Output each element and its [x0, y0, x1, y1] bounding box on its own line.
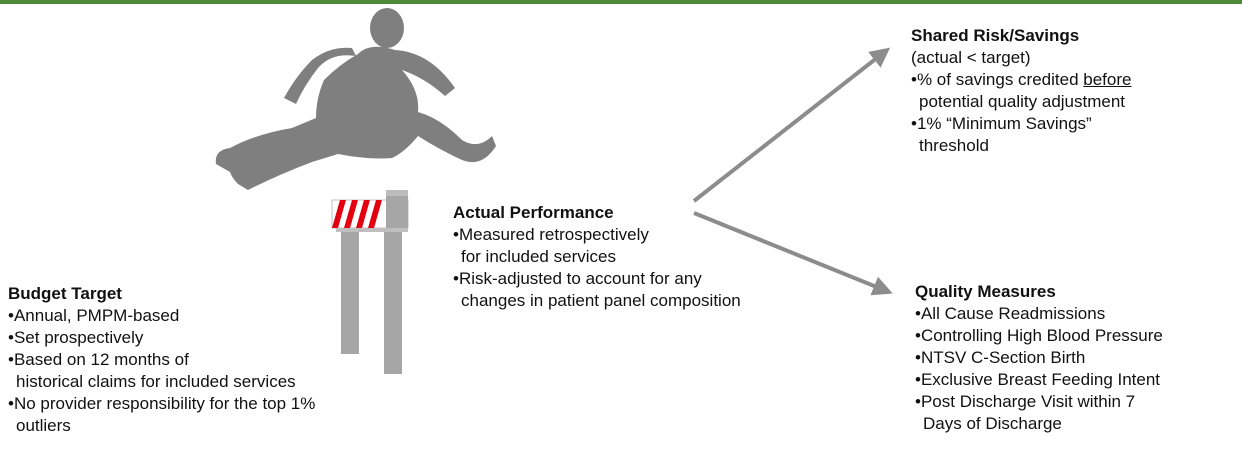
- quality-bullet-post-discharge: Post Discharge Visit within 7: [915, 391, 1163, 413]
- actual-bullet-risk-adjusted: Risk-adjusted to account for any: [453, 268, 741, 290]
- quality-measures-block: Quality Measures All Cause Readmissions …: [915, 281, 1163, 435]
- budget-bullet-responsibility: No provider responsibility for the top 1…: [8, 393, 315, 415]
- quality-bullet-breast-feeding: Exclusive Breast Feeding Intent: [915, 369, 1163, 391]
- hurdler-silhouette-icon: [215, 8, 496, 190]
- shared-bullet-credited: % of savings credited before: [911, 69, 1132, 91]
- shared-savings-block: Shared Risk/Savings (actual < target) % …: [911, 25, 1131, 157]
- shared-bullet-before-underlined: before: [1083, 70, 1132, 89]
- shared-bullet-credited-text: % of savings credited: [916, 70, 1084, 89]
- quality-bullet-post-discharge-cont: Days of Discharge: [923, 414, 1062, 433]
- budget-target-block: Budget Target Annual, PMPM-based Set pro…: [8, 283, 315, 437]
- shared-bullet-credited-cont: potential quality adjustment: [919, 92, 1126, 111]
- actual-bullet-measured-cont: for included services: [461, 247, 616, 266]
- budget-bullet-responsibility-cont: outliers: [16, 416, 71, 435]
- quality-measures-title: Quality Measures: [915, 282, 1056, 301]
- hurdle-icon: [331, 190, 409, 374]
- budget-target-title: Budget Target: [8, 284, 122, 303]
- budget-bullet-prospective: Set prospectively: [8, 327, 315, 349]
- actual-performance-block: Actual Performance Measured retrospectiv…: [453, 202, 741, 312]
- quality-bullet-blood-pressure: Controlling High Blood Pressure: [915, 325, 1163, 347]
- actual-performance-title: Actual Performance: [453, 203, 614, 222]
- quality-bullet-readmissions: All Cause Readmissions: [915, 303, 1163, 325]
- budget-bullet-historical-cont: historical claims for included services: [16, 372, 296, 391]
- shared-bullet-minimum-cont: threshold: [919, 136, 989, 155]
- header-accent-bar: [0, 0, 1242, 4]
- arrow-to-shared-savings: [692, 47, 891, 203]
- budget-bullet-annual: Annual, PMPM-based: [8, 305, 315, 327]
- actual-bullet-risk-adjusted-cont: changes in patient panel composition: [461, 291, 741, 310]
- actual-bullet-measured: Measured retrospectively: [453, 224, 741, 246]
- quality-bullet-c-section: NTSV C-Section Birth: [915, 347, 1163, 369]
- shared-bullet-minimum: 1% “Minimum Savings”: [911, 113, 1131, 135]
- shared-savings-title: Shared Risk/Savings: [911, 26, 1080, 45]
- shared-savings-condition: (actual < target): [911, 48, 1031, 67]
- budget-bullet-historical: Based on 12 months of: [8, 349, 315, 371]
